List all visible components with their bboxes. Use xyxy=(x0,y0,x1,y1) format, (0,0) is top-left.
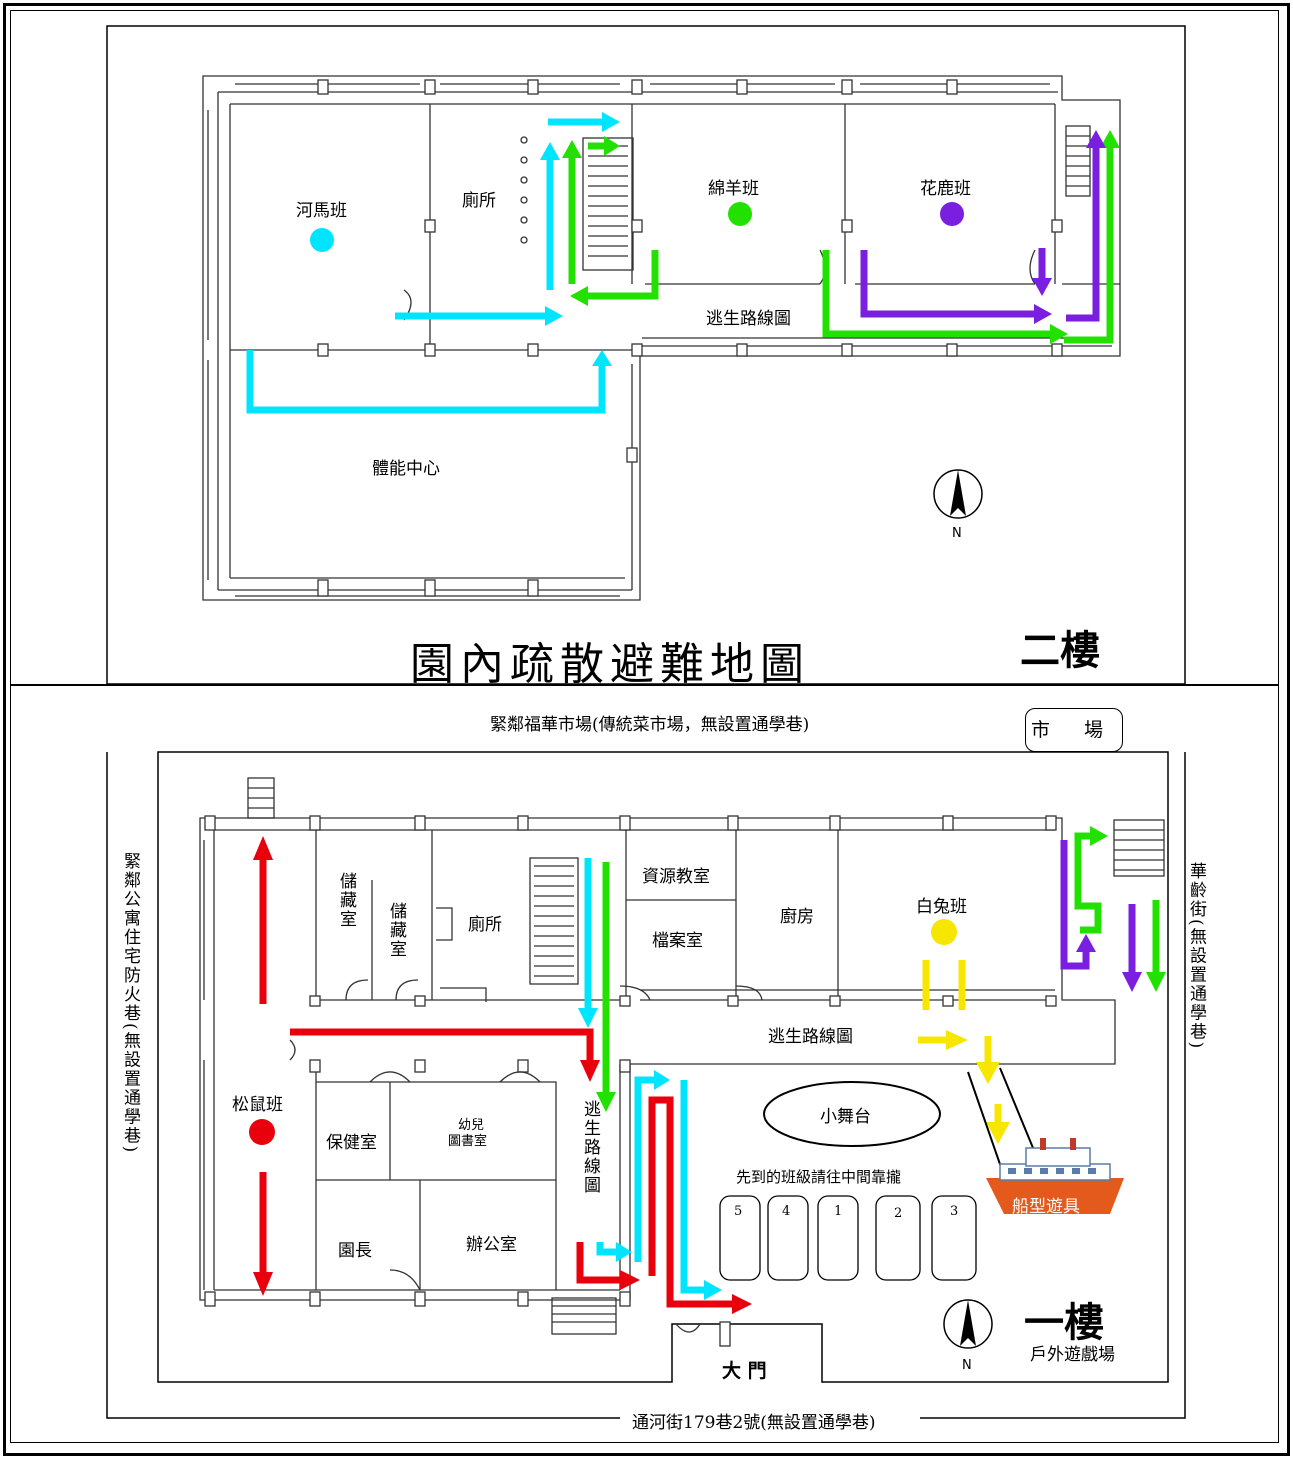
floor2-compass-n: N xyxy=(952,526,962,541)
boat-play-equipment xyxy=(986,1138,1124,1214)
playground-label: 戶外遊戲場 xyxy=(1030,1345,1115,1365)
floor2-panel xyxy=(106,25,1186,685)
deer-class-label: 花鹿班 xyxy=(920,179,971,199)
class-slot-label: 2 xyxy=(894,1206,903,1221)
floor1-squirrel-arrowheads xyxy=(253,836,752,1314)
west-neighbor-label: 緊鄰公寓住宅防火巷(無設置通學巷) xyxy=(120,852,140,1155)
kitchen-label: 廚房 xyxy=(780,907,814,927)
health-room-label: 保健室 xyxy=(326,1133,377,1153)
class-slot-label: 1 xyxy=(834,1204,843,1219)
rabbit-class-dot xyxy=(931,919,957,945)
gather-note: 先到的班級請往中間靠攏 xyxy=(736,1168,902,1186)
floor1-compass-n: N xyxy=(962,1358,972,1373)
hippo-class-label: 河馬班 xyxy=(296,201,347,221)
class-slot-label: 5 xyxy=(734,1204,743,1219)
floor1-purple-arrowheads xyxy=(1076,934,1142,992)
floor1-cyan-arrowheads xyxy=(578,1008,722,1300)
floor2-compass xyxy=(933,469,983,519)
floor1-squirrel-route xyxy=(259,856,736,1308)
floor1-rabbit-route xyxy=(918,960,1002,1124)
sheep-class-dot xyxy=(728,202,752,226)
floor1-green-route xyxy=(602,832,1160,1094)
gym-label: 體能中心 xyxy=(372,459,440,479)
class-slot-label: 4 xyxy=(782,1204,791,1219)
inner-frame xyxy=(10,10,1279,1443)
floor1-site-boundary xyxy=(106,752,1186,1419)
director-room-label: 園長 xyxy=(338,1241,372,1261)
floor1-lot-outline xyxy=(157,751,1169,1383)
floor1-route-label-vertical: 逃生路線圖 xyxy=(580,1100,600,1195)
floor1-building xyxy=(199,777,1165,1347)
floor1-purple-route xyxy=(1060,840,1136,974)
floor1-green-arrowheads xyxy=(596,826,1166,1112)
east-street-label: 華齡街(無設置通學巷) xyxy=(1186,862,1206,1051)
floor2-hippo-route xyxy=(246,118,606,414)
boat-slide xyxy=(967,1067,1039,1171)
stage-ellipse xyxy=(763,1081,941,1147)
squirrel-class-dot xyxy=(249,1119,275,1145)
market-label: 市 場 xyxy=(1025,708,1123,752)
class-slots xyxy=(719,1195,977,1281)
main-gate-label: 大 門 xyxy=(722,1360,767,1382)
north-neighbor-label: 緊鄰福華市場(傳統菜市場，無設置通學巷) xyxy=(490,715,810,735)
floor-divider xyxy=(10,684,1279,686)
floor2-route-label: 逃生路線圖 xyxy=(706,309,791,329)
map-title: 園內疏散避難地圖 xyxy=(410,639,810,690)
archive-room-label: 檔案室 xyxy=(652,931,703,951)
floor1-label: 一樓 xyxy=(1024,1299,1104,1346)
class-slot-label: 3 xyxy=(950,1204,959,1219)
rabbit-class-label: 白兔班 xyxy=(916,897,967,917)
floor2-deer-route xyxy=(860,146,1100,322)
south-street-label: 通河街179巷2號(無設置通學巷) xyxy=(628,1408,880,1433)
floor2-hippo-arrowheads xyxy=(540,112,620,366)
library-label-line2: 圖書室 xyxy=(448,1134,488,1149)
floor2-sheep-route xyxy=(568,142,1114,344)
floor2-deer-arrowheads xyxy=(1032,130,1106,324)
squirrel-class-label: 松鼠班 xyxy=(232,1095,283,1115)
deer-class-dot xyxy=(940,202,964,226)
library-label-line1: 幼兒 xyxy=(458,1118,485,1133)
hippo-class-dot xyxy=(310,228,334,252)
floor2-restroom-label: 廁所 xyxy=(462,191,496,211)
storage-2-label: 儲藏室 xyxy=(386,902,406,959)
boat-label: 船型遊具 xyxy=(1012,1197,1080,1217)
sheep-class-label: 綿羊班 xyxy=(708,179,759,199)
floor2-building xyxy=(202,75,1121,601)
floor1-rabbit-arrowheads xyxy=(946,1030,1010,1144)
floor1-cyan-route xyxy=(584,858,708,1294)
floor1-compass xyxy=(943,1299,993,1349)
floor2-label: 二樓 xyxy=(1020,627,1100,674)
resource-room-label: 資源教室 xyxy=(642,867,710,887)
office-label: 辦公室 xyxy=(466,1235,517,1255)
floor2-sheep-arrowheads xyxy=(562,130,1120,344)
storage-1-label: 儲藏室 xyxy=(336,872,356,929)
outer-frame xyxy=(3,3,1290,1456)
stage-label: 小舞台 xyxy=(820,1107,871,1127)
floor1-route-label: 逃生路線圖 xyxy=(768,1027,853,1047)
floor1-restroom-label: 廁所 xyxy=(468,915,502,935)
